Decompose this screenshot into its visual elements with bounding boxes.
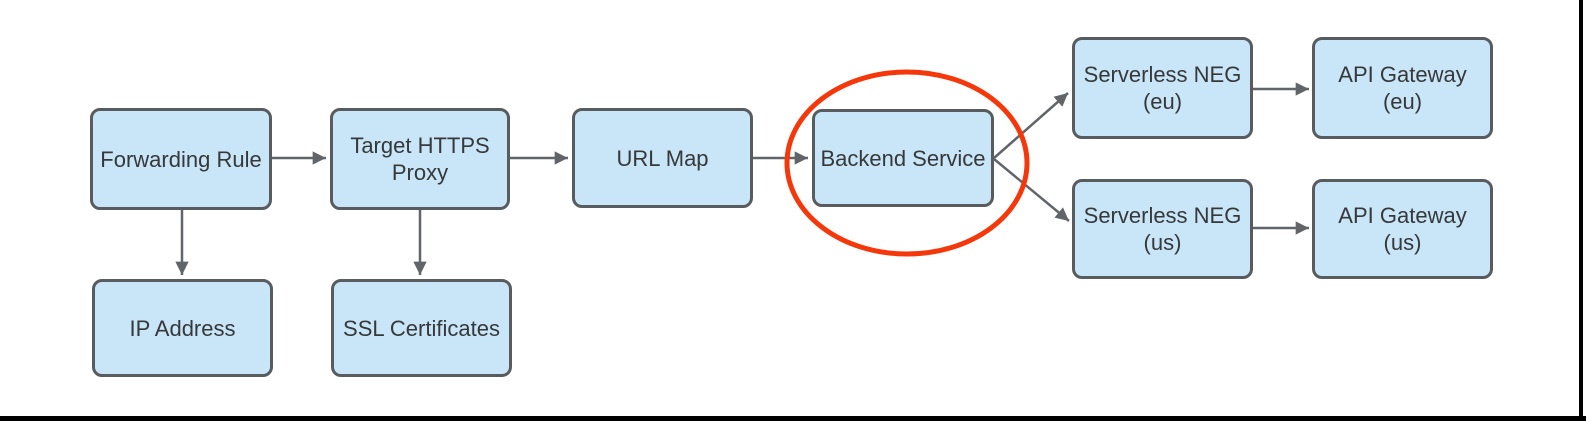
- node-label: Backend Service: [820, 145, 986, 171]
- node-label: Forwarding Rule: [100, 146, 262, 172]
- node-serverless-neg-eu: Serverless NEG (eu): [1072, 37, 1253, 139]
- node-label: API Gateway (eu): [1338, 62, 1467, 114]
- edge-backend-service-to-serverless-neg-us: [993, 158, 1070, 222]
- node-backend-service: Backend Service: [812, 109, 994, 207]
- node-label: Target HTTPS Proxy: [350, 133, 490, 185]
- node-label: Serverless NEG (eu): [1083, 62, 1242, 114]
- node-label: IP Address: [129, 315, 236, 341]
- node-forwarding-rule: Forwarding Rule: [90, 108, 272, 210]
- node-label: URL Map: [616, 145, 709, 171]
- node-serverless-neg-us: Serverless NEG (us): [1072, 179, 1253, 279]
- node-label: API Gateway (us): [1338, 203, 1467, 255]
- screen-edge-bottom: [0, 416, 1586, 421]
- node-ssl-certificates: SSL Certificates: [331, 279, 512, 377]
- node-label: SSL Certificates: [343, 315, 500, 341]
- node-ip-address: IP Address: [92, 279, 273, 377]
- edge-backend-service-to-serverless-neg-eu: [993, 92, 1069, 159]
- node-target-https-proxy: Target HTTPS Proxy: [330, 108, 510, 210]
- node-label: Serverless NEG (us): [1083, 203, 1242, 255]
- node-api-gateway-us: API Gateway (us): [1312, 179, 1493, 279]
- node-api-gateway-eu: API Gateway (eu): [1312, 37, 1493, 139]
- node-url-map: URL Map: [572, 108, 753, 208]
- screen-edge-right: [1579, 0, 1583, 421]
